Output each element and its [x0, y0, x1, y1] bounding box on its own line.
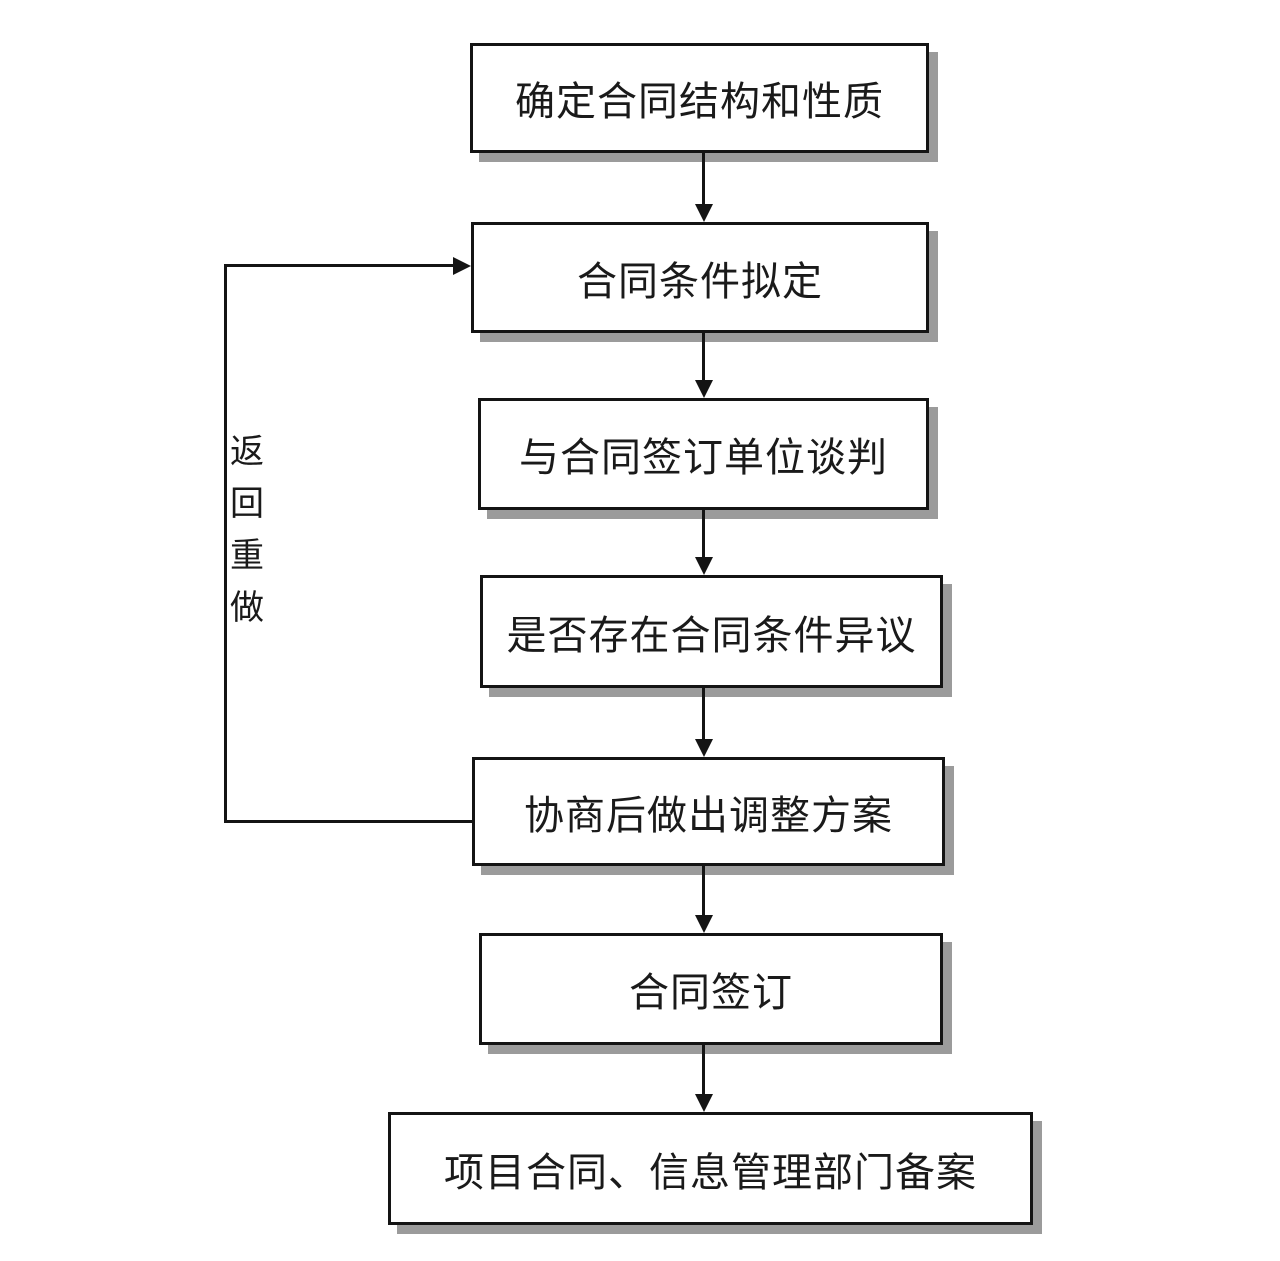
arrow-line-5	[702, 866, 705, 917]
feedback-loop-vertical-segment	[224, 264, 227, 823]
arrow-head-down-icon	[695, 204, 713, 222]
node-label: 协商后做出调整方案	[524, 792, 893, 838]
node-label: 是否存在合同条件异议	[506, 612, 917, 658]
node-filing-with-management-departments: 项目合同、信息管理部门备案	[388, 1112, 1033, 1225]
feedback-loop-top-segment	[224, 264, 455, 267]
node-adjustment-plan-after-negotiation: 协商后做出调整方案	[472, 757, 945, 866]
node-terms-objection-check: 是否存在合同条件异议	[480, 575, 943, 688]
node-negotiate-with-signing-party: 与合同签订单位谈判	[478, 398, 929, 510]
arrow-line-1	[702, 153, 705, 206]
arrow-line-4	[702, 688, 705, 741]
arrow-head-down-icon	[695, 380, 713, 398]
feedback-loop-label: 返回重做	[230, 434, 264, 627]
arrow-head-down-icon	[695, 739, 713, 757]
arrow-head-down-icon	[695, 915, 713, 933]
node-contract-signing: 合同签订	[479, 933, 943, 1045]
feedback-loop-bottom-segment	[225, 820, 474, 823]
node-draft-contract-terms: 合同条件拟定	[471, 222, 929, 333]
node-label: 与合同签订单位谈判	[519, 435, 888, 480]
node-label: 确定合同结构和性质	[515, 79, 884, 124]
node-label: 项目合同、信息管理部门备案	[444, 1149, 977, 1195]
arrow-line-3	[702, 510, 705, 559]
node-determine-contract-structure: 确定合同结构和性质	[470, 43, 929, 153]
node-label: 合同签订	[629, 970, 793, 1015]
arrow-head-down-icon	[695, 557, 713, 575]
node-label: 合同条件拟定	[577, 258, 823, 304]
arrow-line-6	[702, 1045, 705, 1096]
arrow-head-right-icon	[453, 257, 471, 275]
arrow-head-down-icon	[695, 1094, 713, 1112]
arrow-line-2	[702, 333, 705, 382]
